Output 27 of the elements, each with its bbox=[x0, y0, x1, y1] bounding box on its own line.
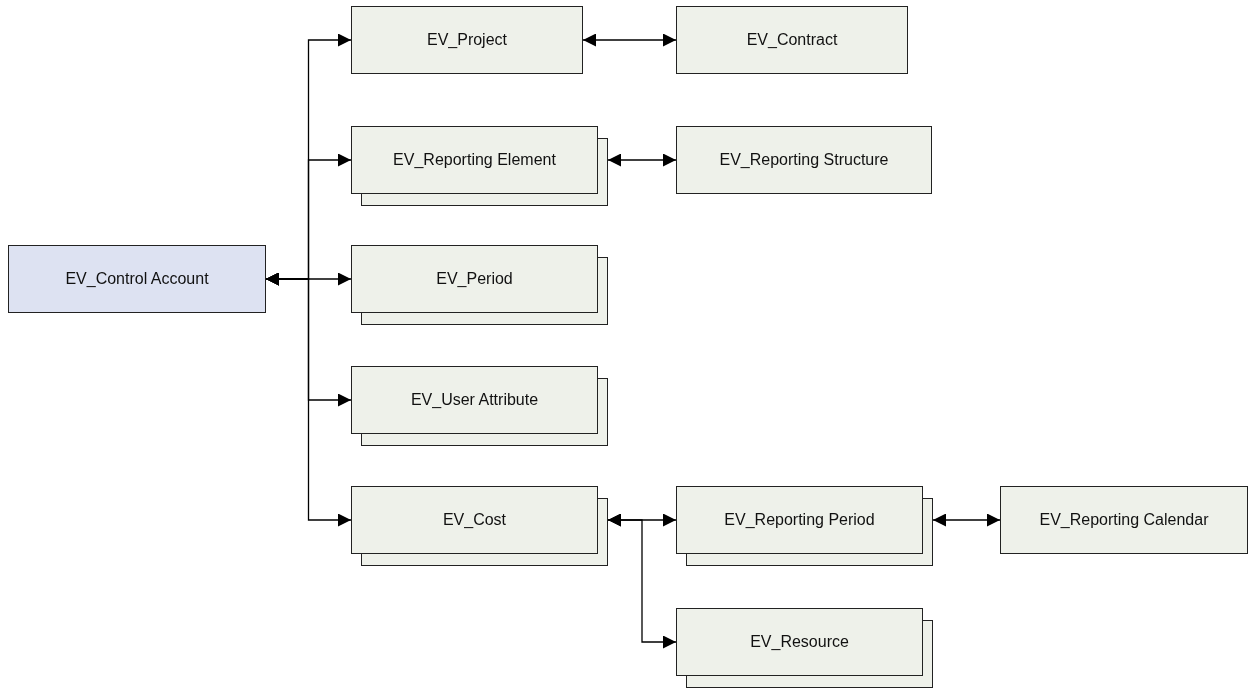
entity-label: EV_Resource bbox=[750, 633, 849, 651]
entity-label: EV_Reporting Calendar bbox=[1039, 511, 1209, 529]
entity-label: EV_Reporting Element bbox=[393, 151, 556, 169]
connector-arrow bbox=[582, 33, 677, 47]
connector-arrow bbox=[932, 513, 1001, 527]
entity-label: EV_Reporting Period bbox=[724, 511, 875, 529]
connector-arrow bbox=[607, 513, 677, 649]
entity-label: EV_User Attribute bbox=[410, 391, 539, 409]
entity-label: EV_Reporting Structure bbox=[719, 151, 889, 169]
entity-label: EV_Cost bbox=[442, 511, 507, 529]
entity-box bbox=[676, 486, 923, 554]
entity-label: EV_Control Account bbox=[65, 270, 209, 288]
entity-box bbox=[676, 608, 923, 676]
entity-box bbox=[351, 6, 583, 74]
entity-box bbox=[351, 245, 598, 313]
entity-label: EV_Period bbox=[436, 270, 513, 288]
entity-box bbox=[1000, 486, 1248, 554]
entity-box bbox=[8, 245, 266, 313]
entity-box bbox=[351, 366, 598, 434]
entity-label: EV_Contract bbox=[746, 31, 838, 49]
entity-box bbox=[351, 486, 598, 554]
connector-arrow bbox=[265, 272, 352, 527]
entity-label: EV_Project bbox=[426, 31, 507, 49]
connector-arrow bbox=[607, 153, 677, 167]
entity-box bbox=[676, 6, 908, 74]
entity-box bbox=[351, 126, 598, 194]
entity-box bbox=[676, 126, 932, 194]
